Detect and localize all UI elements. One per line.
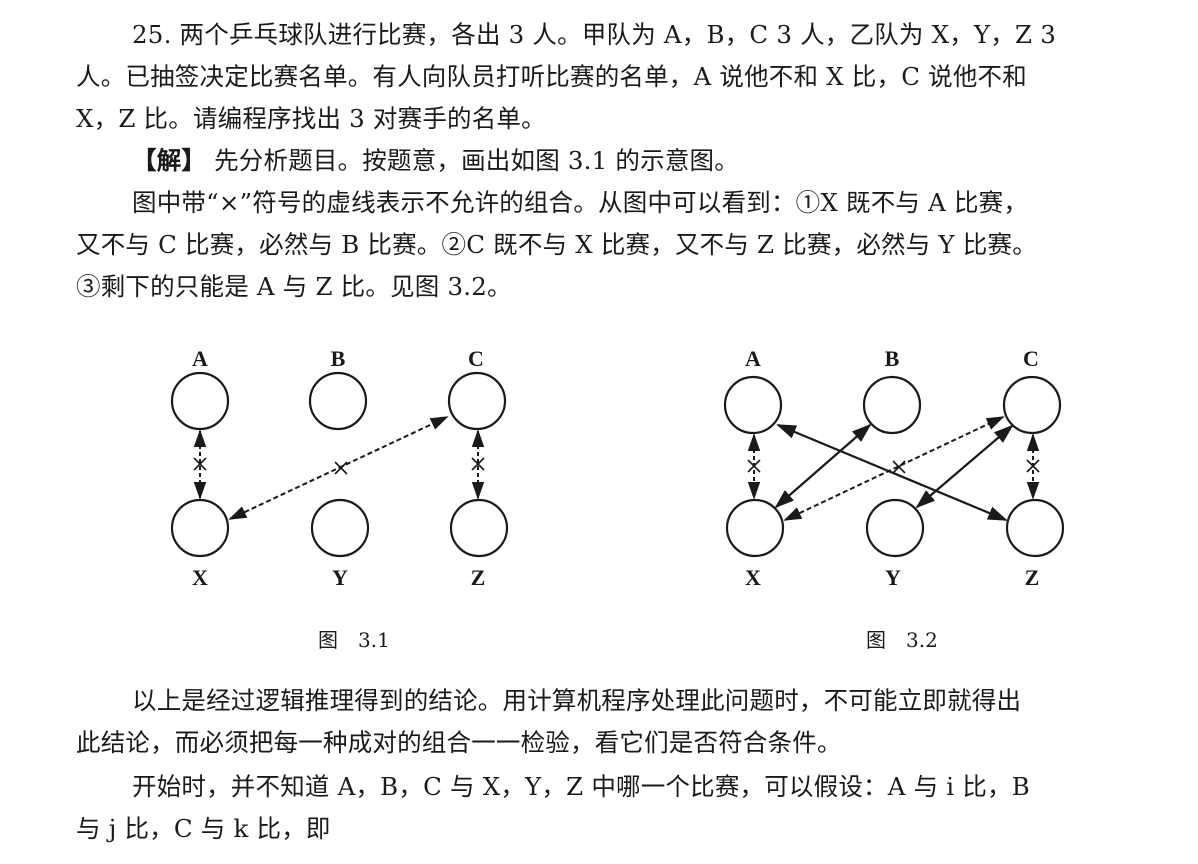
problem-line-2: 人。已抽签决定比赛名单。有人向队员打听比赛的名单，A 说他不和 X 比，C 说他… (76, 62, 1027, 91)
node-label-x: X (745, 565, 761, 590)
cross-mark-icon (1026, 459, 1040, 473)
node-label-y: Y (332, 565, 348, 590)
node-label-b: B (331, 346, 346, 371)
node-label-a: A (192, 346, 208, 371)
cross-mark-icon (471, 457, 485, 471)
after-line-3: 开始时，并不知道 A，B，C 与 X，Y，Z 中哪一个比赛，可以假设：A 与 i… (132, 772, 1030, 801)
node-label-b: B (885, 346, 900, 371)
solution-line-2: 图中带“×”符号的虚线表示不允许的组合。从图中可以看到：①X 既不与 A 比赛， (132, 188, 1029, 217)
node-y (865, 498, 925, 558)
solution-tag: 【解】 (132, 146, 207, 175)
cross-mark-icon (747, 459, 761, 473)
cross-mark-icon (892, 460, 906, 474)
forbidden-edge-c-x (228, 416, 449, 520)
node-label-z: Z (1025, 565, 1040, 590)
node-label-z: Z (471, 565, 486, 590)
node-label-c: C (1023, 346, 1039, 371)
node-z (1005, 498, 1065, 558)
node-x (170, 498, 230, 558)
solution-text: 先分析题目。按题意，画出如图 3.1 的示意图。 (206, 146, 739, 175)
node-c (1002, 375, 1062, 435)
node-c (447, 371, 507, 431)
solution-line-3: 又不与 C 比赛，必然与 B 比赛。②C 既不与 X 比赛，又不与 Z 比赛，必… (76, 230, 1037, 259)
solution-line-1: 【解】 先分析题目。按题意，画出如图 3.1 的示意图。 (132, 146, 739, 176)
problem-line-3: X，Z 比。请编程序找出 3 对赛手的名单。 (76, 104, 546, 133)
match-edge-a-z (776, 423, 1008, 522)
node-a (170, 371, 230, 431)
match-edge-b-x (774, 423, 872, 509)
node-b (862, 375, 922, 435)
figure-3-2: A B C X Y Z (723, 346, 1065, 590)
cross-mark-icon (193, 457, 207, 471)
cross-mark-icon (334, 461, 348, 475)
node-label-x: X (192, 565, 208, 590)
solution-line-4: ③剩下的只能是 A 与 Z 比。见图 3.2。 (76, 272, 512, 301)
figure-3-2-caption: 图 3.2 (866, 628, 938, 652)
node-label-a: A (745, 346, 761, 371)
match-edge-c-y (915, 424, 1014, 509)
node-x (725, 498, 785, 558)
node-label-c: C (468, 346, 484, 371)
figure-3-1: A B C X Y Z (170, 346, 509, 590)
node-z (449, 498, 509, 558)
node-b (308, 371, 368, 431)
problem-line-1: 25. 两个乒乓球队进行比赛，各出 3 人。甲队为 A，B，C 3 人，乙队为 … (132, 20, 1057, 49)
node-label-y: Y (885, 565, 901, 590)
figure-3-1-caption: 图 3.1 (318, 628, 390, 652)
after-line-1: 以上是经过逻辑推理得到的结论。用计算机程序处理此问题时，不可能立即就得出 (132, 686, 1022, 715)
node-a (723, 375, 783, 435)
after-line-4: 与 j 比，C 与 k 比，即 (76, 814, 331, 843)
node-y (310, 498, 370, 558)
after-line-2: 此结论，而必须把每一种成对的组合一一检验，看它们是否符合条件。 (76, 728, 842, 757)
